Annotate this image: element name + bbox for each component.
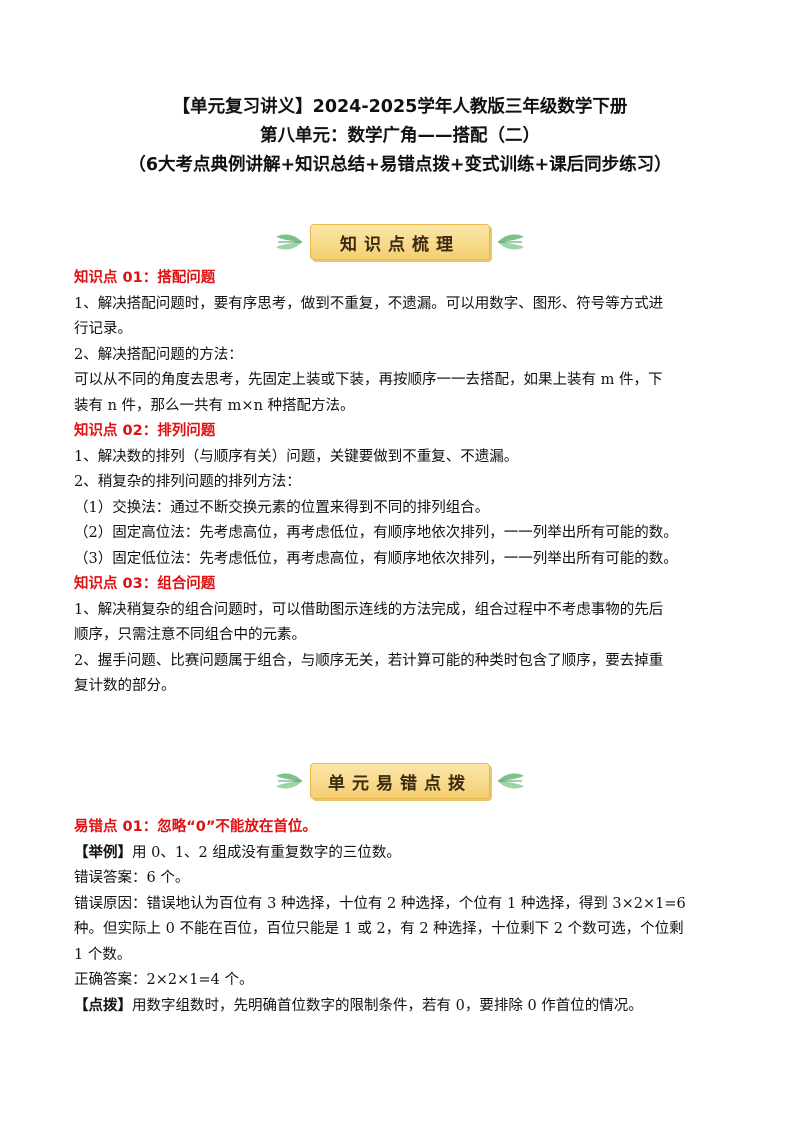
paragraph: 错误原因：错误地认为百位有 3 种选择，十位有 2 种选择，个位有 1 种选择，…	[74, 895, 686, 912]
tip-paragraph: 【点拨】用数字组数时，先明确首位数字的限制条件，若有 0，要排除 0 作首位的情…	[74, 994, 734, 1020]
knowledge-point-1-title: 知识点 01：搭配问题	[74, 270, 216, 286]
paragraph: 2、握手问题、比赛问题属于组合，与顺序无关，若计算可能的种类时包含了顺序，要去掉…	[74, 652, 664, 669]
header-line-2: 第八单元：数学广角——搭配（二）	[260, 126, 540, 146]
paragraph: 错误答案：6 个。	[74, 870, 190, 886]
leaf-left-icon	[276, 234, 302, 250]
paragraph: 1、解决稍复杂的组合问题时，可以借助图示连线的方法完成，组合过程中不考虑事物的先…	[74, 601, 664, 618]
banner-title: 单元易错点拨	[310, 763, 490, 799]
paragraph: 1 个数。	[74, 946, 132, 963]
tip-label: 【点拨】	[74, 997, 132, 1014]
paragraph: 2、稍复杂的排列问题的排列方法：	[74, 474, 301, 490]
document-header: 【单元复习讲义】2024-2025学年人教版三年级数学下册 第八单元：数学广角—…	[60, 93, 740, 180]
paragraph: 复计数的部分。	[74, 678, 176, 694]
paragraph: 行记录。	[74, 321, 132, 337]
paragraph: 顺序，只需注意不同组合中的元素。	[74, 627, 306, 643]
error-section: 易错点 01：忽略“0”不能放在首位。 【举例】用 0、1、2 组成没有重复数字…	[74, 815, 734, 1019]
knowledge-point-3-title: 知识点 03：组合问题	[74, 576, 216, 592]
example-text: 用 0、1、2 组成没有重复数字的三位数。	[132, 844, 401, 861]
tip-text: 用数字组数时，先明确首位数字的限制条件，若有 0，要排除 0 作首位的情况。	[132, 997, 643, 1014]
paragraph: 可以从不同的角度去思考，先固定上装或下装，再按顺序一一去搭配，如果上装有 m 件…	[74, 372, 663, 388]
leaf-right-icon	[498, 773, 524, 789]
paragraph: 2、解决搭配问题的方法：	[74, 346, 243, 363]
paragraph: 种。但实际上 0 不能在百位，百位只能是 1 或 2，有 2 种选择，十位剩下 …	[74, 921, 684, 937]
paragraph: （3）固定低位法：先考虑低位，再考虑高位，有顺序地依次排列，一一列举出所有可能的…	[74, 550, 678, 567]
header-line-1: 【单元复习讲义】2024-2025学年人教版三年级数学下册	[172, 97, 628, 117]
error-point-1-title: 易错点 01：忽略“0”不能放在首位。	[74, 819, 317, 835]
knowledge-section: 知识点 01：搭配问题 1、解决搭配问题时，要有序思考，做到不重复，不遗漏。可以…	[74, 266, 734, 700]
example-paragraph: 【举例】用 0、1、2 组成没有重复数字的三位数。	[74, 841, 734, 867]
section-banner-errors: 单元易错点拨	[274, 763, 526, 799]
paragraph: 正确答案：2×2×1=4 个。	[74, 972, 254, 988]
section-banner-knowledge: 知识点梳理	[274, 224, 526, 260]
paragraph: 1、解决搭配问题时，要有序思考，做到不重复，不遗漏。可以用数字、图形、符号等方式…	[74, 295, 664, 312]
paragraph: （2）固定高位法：先考虑高位，再考虑低位，有顺序地依次排列，一一列举出所有可能的…	[74, 525, 678, 541]
knowledge-point-2-title: 知识点 02：排列问题	[74, 423, 216, 439]
paragraph: 装有 n 件，那么一共有 m×n 种搭配方法。	[74, 397, 355, 414]
leaf-left-icon	[276, 773, 302, 789]
leaf-right-icon	[498, 234, 524, 250]
example-label: 【举例】	[74, 844, 132, 861]
banner-title: 知识点梳理	[310, 224, 490, 260]
paragraph: 1、解决数的排列（与顺序有关）问题，关键要做到不重复、不遗漏。	[74, 448, 519, 465]
header-line-3: （6大考点典例讲解+知识总结+易错点拨+变式训练+课后同步练习）	[128, 155, 672, 175]
paragraph: （1）交换法：通过不断交换元素的位置来得到不同的排列组合。	[74, 499, 490, 516]
